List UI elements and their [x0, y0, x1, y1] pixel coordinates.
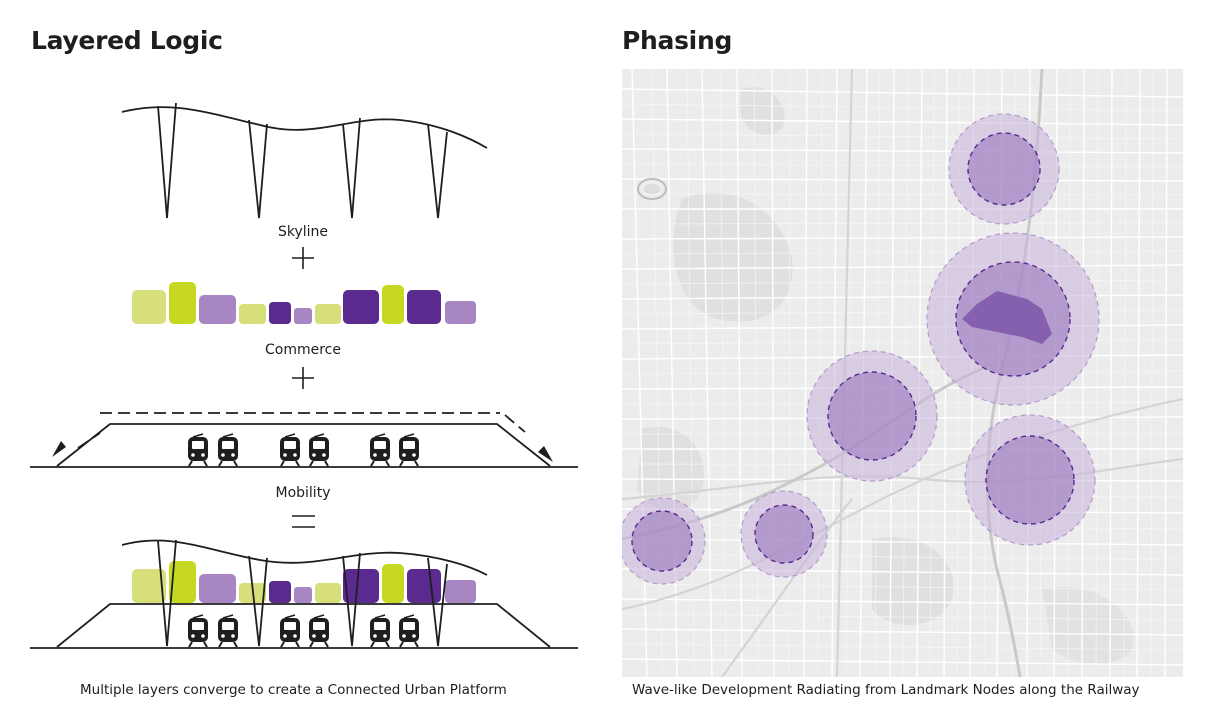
skyline-label: Skyline — [277, 224, 329, 240]
train-icon — [217, 614, 239, 648]
train-icon — [187, 433, 209, 467]
left-panel-title: Layered Logic — [31, 26, 223, 55]
layered-logic-diagram — [30, 102, 578, 649]
commerce-block — [269, 302, 291, 324]
commerce-layer — [132, 282, 476, 324]
combined-platform — [30, 539, 578, 649]
right-panel-caption: Wave-like Development Radiating from Lan… — [632, 682, 1140, 698]
left-panel-caption: Multiple layers converge to create a Con… — [80, 682, 507, 698]
train-icon — [187, 614, 209, 648]
commerce-block — [132, 290, 166, 324]
skyline-pillar — [157, 102, 177, 219]
commerce-label: Commerce — [265, 342, 341, 358]
skyline-pillar — [342, 117, 361, 219]
dashed-loop — [77, 412, 526, 449]
phasing-node — [964, 414, 1096, 546]
phasing-node — [926, 232, 1100, 406]
phasing-node — [622, 497, 706, 585]
train-icon — [217, 433, 239, 467]
platform — [56, 423, 551, 467]
skyline-wave — [121, 106, 488, 149]
skyline-layer — [121, 102, 488, 219]
plus-operator — [292, 247, 314, 269]
commerce-block — [445, 301, 476, 324]
commerce-block — [239, 304, 266, 324]
train-icon — [279, 614, 301, 648]
mobility-layer — [30, 412, 578, 468]
train-icon — [308, 614, 330, 648]
train-icon — [308, 433, 330, 467]
map-svg — [622, 69, 1183, 677]
phasing-node — [948, 113, 1060, 225]
commerce-block — [199, 295, 236, 324]
commerce-block — [343, 290, 379, 324]
arrow-right — [538, 446, 553, 462]
train-icon — [398, 614, 420, 648]
train-icon — [279, 433, 301, 467]
landmark-footprint — [962, 291, 1052, 344]
commerce-block — [407, 290, 441, 324]
equals-operator — [292, 515, 315, 528]
right-panel-title: Phasing — [622, 26, 733, 55]
phasing-map — [622, 69, 1183, 677]
train-icon — [369, 614, 391, 648]
train-icon — [369, 433, 391, 467]
skyline-pillar — [427, 123, 448, 219]
train-icon — [398, 433, 420, 467]
arrow-left — [52, 441, 66, 457]
commerce-block — [169, 282, 196, 324]
skyline-pillar — [248, 119, 268, 219]
stadium — [637, 178, 667, 200]
commerce-block — [294, 308, 312, 324]
phasing-node — [740, 490, 828, 578]
plus-operator — [292, 367, 314, 389]
commerce-block — [315, 304, 341, 324]
mobility-label: Mobility — [275, 485, 331, 501]
phasing-node — [806, 350, 938, 482]
commerce-block — [382, 285, 404, 324]
